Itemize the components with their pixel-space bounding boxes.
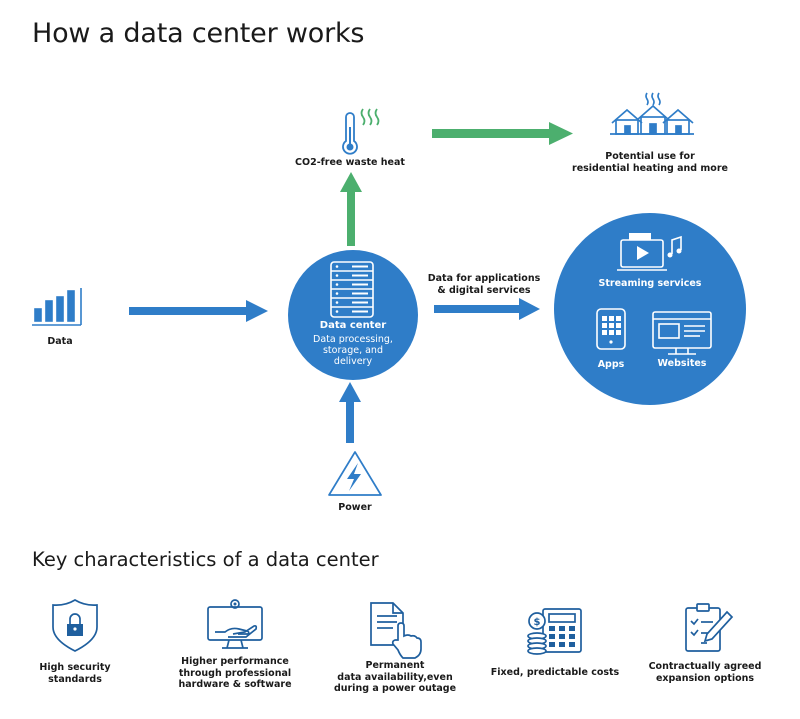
apps-label: Apps [597,359,625,370]
shield-lock-icon [52,599,98,652]
digital-services-circle [554,213,746,405]
section-heading: Key characteristics of a data center [32,548,379,571]
data-center-title: Data center [319,320,387,331]
tablet-apps-icon [596,308,626,350]
clipboard-pen-icon [685,603,734,652]
waste-heat-label: CO2-free waste heat [295,157,405,168]
arrow-center-to-heat [340,172,362,246]
monitor-gear-hand-icon [207,599,263,649]
bar-chart-icon [32,288,82,326]
characteristic-costs: Fixed, predictable costs [490,667,620,678]
arrow-data-to-center [129,300,268,322]
websites-label: Websites [657,358,707,369]
arrow-center-to-services [434,298,540,320]
houses-icon [610,92,694,135]
thermometer-icon [342,108,380,155]
characteristic-security: High security standards [39,662,111,685]
power-label: Power [338,502,372,513]
characteristic-performance: Higher performance through professional … [178,656,292,690]
data-center-text: Data center Data processing, storage, an… [300,320,406,367]
arrow-power-to-center [339,382,361,443]
characteristic-availability: Permanent data availability,even during … [333,660,457,694]
arrow-heat-to-residential [432,122,573,145]
calculator-coins-icon: $ [527,608,582,655]
document-hand-icon [370,602,422,659]
server-rack-icon [330,261,374,318]
data-label: Data [47,336,73,347]
characteristic-expansion: Contractually agreed expansion options [648,661,762,684]
apps-arrow-label: Data for applications & digital services [427,273,541,296]
power-lightning-icon [328,451,382,496]
data-center-circle [288,250,418,380]
page-title: How a data center works [32,18,365,49]
monitor-websites-icon [652,311,712,355]
residential-heating-label: Potential use for residential heating an… [572,151,728,174]
svg-text:$: $ [534,617,541,628]
streaming-icon [617,233,682,271]
streaming-label: Streaming services [598,278,702,289]
data-center-desc: Data processing, storage, and delivery [313,334,393,367]
